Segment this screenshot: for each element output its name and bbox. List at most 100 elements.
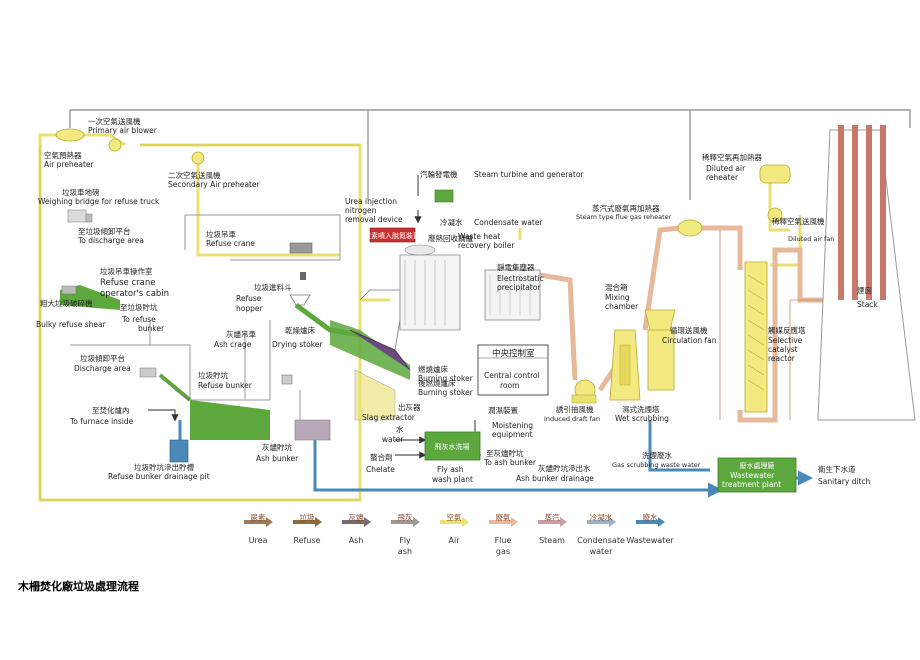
chelate-zh: 螯合劑 (370, 452, 393, 462)
legend-label-zh: 蒸汽 (545, 512, 560, 522)
control-room (477, 344, 549, 396)
legend-label-en: Refuse (293, 536, 320, 545)
legend-arrow-icon (342, 517, 371, 527)
bulky-zh: 粗大垃圾破碎機 (40, 298, 93, 308)
legend-label-en: Steam (539, 536, 565, 545)
wet-en: Wet scrubbing (615, 414, 669, 423)
urea-box-label: 尿素噴入脫氮裝置 (364, 231, 420, 240)
legend-item: 蒸汽 Steam (538, 512, 567, 545)
scrub-water-en: Gas scrubbing waste water (612, 461, 701, 469)
legend-label-en: Fly (399, 536, 411, 545)
legend-arrow-icon (489, 517, 518, 527)
discharge-truck (139, 367, 192, 402)
drainage-pit-zh: 垃圾貯坑滲出貯槽 (134, 462, 194, 472)
circ-en: Circulation fan (662, 336, 717, 345)
steam-reheater-en: Steam type flue gas reheater (576, 213, 672, 221)
to-bunker-en1: To refuse (121, 315, 156, 324)
circulation-fan (644, 309, 676, 391)
diagram-caption: 木柵焚化廠垃圾處理流程 (17, 579, 139, 593)
legend-label-en: gas (496, 547, 510, 556)
diluted-reheater-en1: Diluted air (706, 164, 746, 173)
legend-label-en: water (590, 547, 614, 556)
discharge-en: Discharge area (74, 364, 131, 373)
diluted-reheater-en2: reheater (706, 173, 739, 182)
urea-box: 尿素噴入脫氮裝置 (364, 227, 420, 243)
weighing-en: Weighing bridge for refuse truck (38, 197, 160, 206)
legend-label-zh: 廢氣 (496, 512, 511, 522)
turbine-en: Steam turbine and generator (474, 170, 584, 179)
to-ash-en: To ash bunker (483, 458, 537, 467)
legend-arrow-icon (293, 517, 322, 527)
burning-zh: 燃燒爐床 (418, 364, 448, 374)
fly-ash-box: 飛灰水洗場 (424, 431, 481, 461)
stack-en: Stack (857, 300, 878, 309)
ash-crane-zh: 灰燼吊車 (226, 329, 256, 339)
esp-en2: precipitator (497, 283, 541, 292)
refuse-bunker-en: Refuse bunker (198, 381, 253, 390)
diluted-reheater-zh: 稀釋空氣再加熱器 (702, 152, 762, 162)
secondary-zh: 二次空氣送風機 (168, 170, 221, 180)
refuse-crane-zh: 垃圾吊車 (206, 229, 236, 239)
mixing-zh: 混合箱 (605, 282, 628, 292)
furnace-en: To furnace inside (69, 417, 134, 426)
refuse-crane-en: Refuse crane (206, 239, 255, 248)
furnace (330, 289, 411, 421)
steam-reheater-zh: 蒸汽式廢氣再加熱器 (592, 203, 660, 213)
chelate-en: Chelate (366, 465, 395, 474)
ash-drain-en: Ash bunker drainage (516, 474, 594, 483)
drainage-pit-en: Refuse bunker drainage pit (108, 472, 210, 481)
wet-zh: 濕式洗煙塔 (622, 404, 660, 414)
slag-en: Slag extractor (362, 413, 416, 422)
air-line-outline (39, 144, 360, 501)
drying-zh: 乾燥爐床 (285, 325, 315, 335)
flyash-en2: wash plant (432, 475, 473, 484)
legend-label-zh: 尿素 (251, 512, 266, 522)
flue-gas-outline (719, 230, 830, 420)
to-bunker-zh: 至垃圾貯坑 (120, 302, 158, 312)
refuse-bunker-pile (174, 389, 270, 440)
legend-arrow-icon (391, 517, 420, 527)
legend-label-en: Flue (495, 536, 512, 545)
wwtp-box-label: 廢水處理廠 (740, 461, 775, 470)
ash-drain-zh: 灰燼貯坑滲出水 (538, 463, 591, 473)
sewer-zh: 衛生下水道 (818, 464, 856, 474)
control-lines (69, 109, 911, 200)
hopper-en2: hopper (236, 304, 263, 313)
control-en2: room (500, 381, 519, 390)
air-preheater-en: Air preheater (44, 160, 94, 169)
steam-turbine (434, 189, 454, 203)
idf-en: Induced draft fan (544, 415, 600, 423)
diluted-fan-zh: 稀釋空氣送風機 (772, 216, 825, 226)
bunker-building (70, 214, 341, 401)
scrub-water-zh: 洗煙廢水 (642, 450, 672, 460)
post-burning-zh: 後燃燒爐床 (418, 378, 456, 388)
operator-en2: operator's cabin (100, 289, 169, 299)
scr-reactor (744, 261, 768, 413)
water-en: water (382, 435, 404, 444)
post-burning-en: Burning stoker (418, 388, 474, 397)
legend-label-zh: 空氣 (447, 512, 462, 522)
hopper-en1: Refuse (236, 294, 262, 303)
moist-en2: equipment (492, 430, 533, 439)
wastewater-lines (172, 420, 813, 498)
bulky-en: Bulky refuse shear (36, 320, 107, 329)
mixing-en1: Mixing (605, 293, 630, 302)
bulky-shear (60, 285, 120, 310)
boiler-en1: Waste heat (458, 232, 500, 241)
legend-label-zh: 灰燼 (349, 512, 364, 522)
drainage-pit (169, 439, 189, 463)
boiler (399, 244, 461, 331)
diagram-labels: 一次空氣送風機 Primary air blower 空氣預熱器 Air pre… (36, 116, 878, 489)
turbine-zh: 汽輪發電機 (420, 169, 458, 179)
boiler-en2: recovery boiler (458, 241, 515, 250)
drying-en: Drying stoker (272, 340, 323, 349)
primary-blower-en: Primary air blower (88, 126, 158, 135)
esp-zh: 靜電集塵器 (497, 262, 535, 272)
ash-crane-en: Ash crage (214, 340, 252, 349)
legend-label-en: ash (398, 547, 412, 556)
